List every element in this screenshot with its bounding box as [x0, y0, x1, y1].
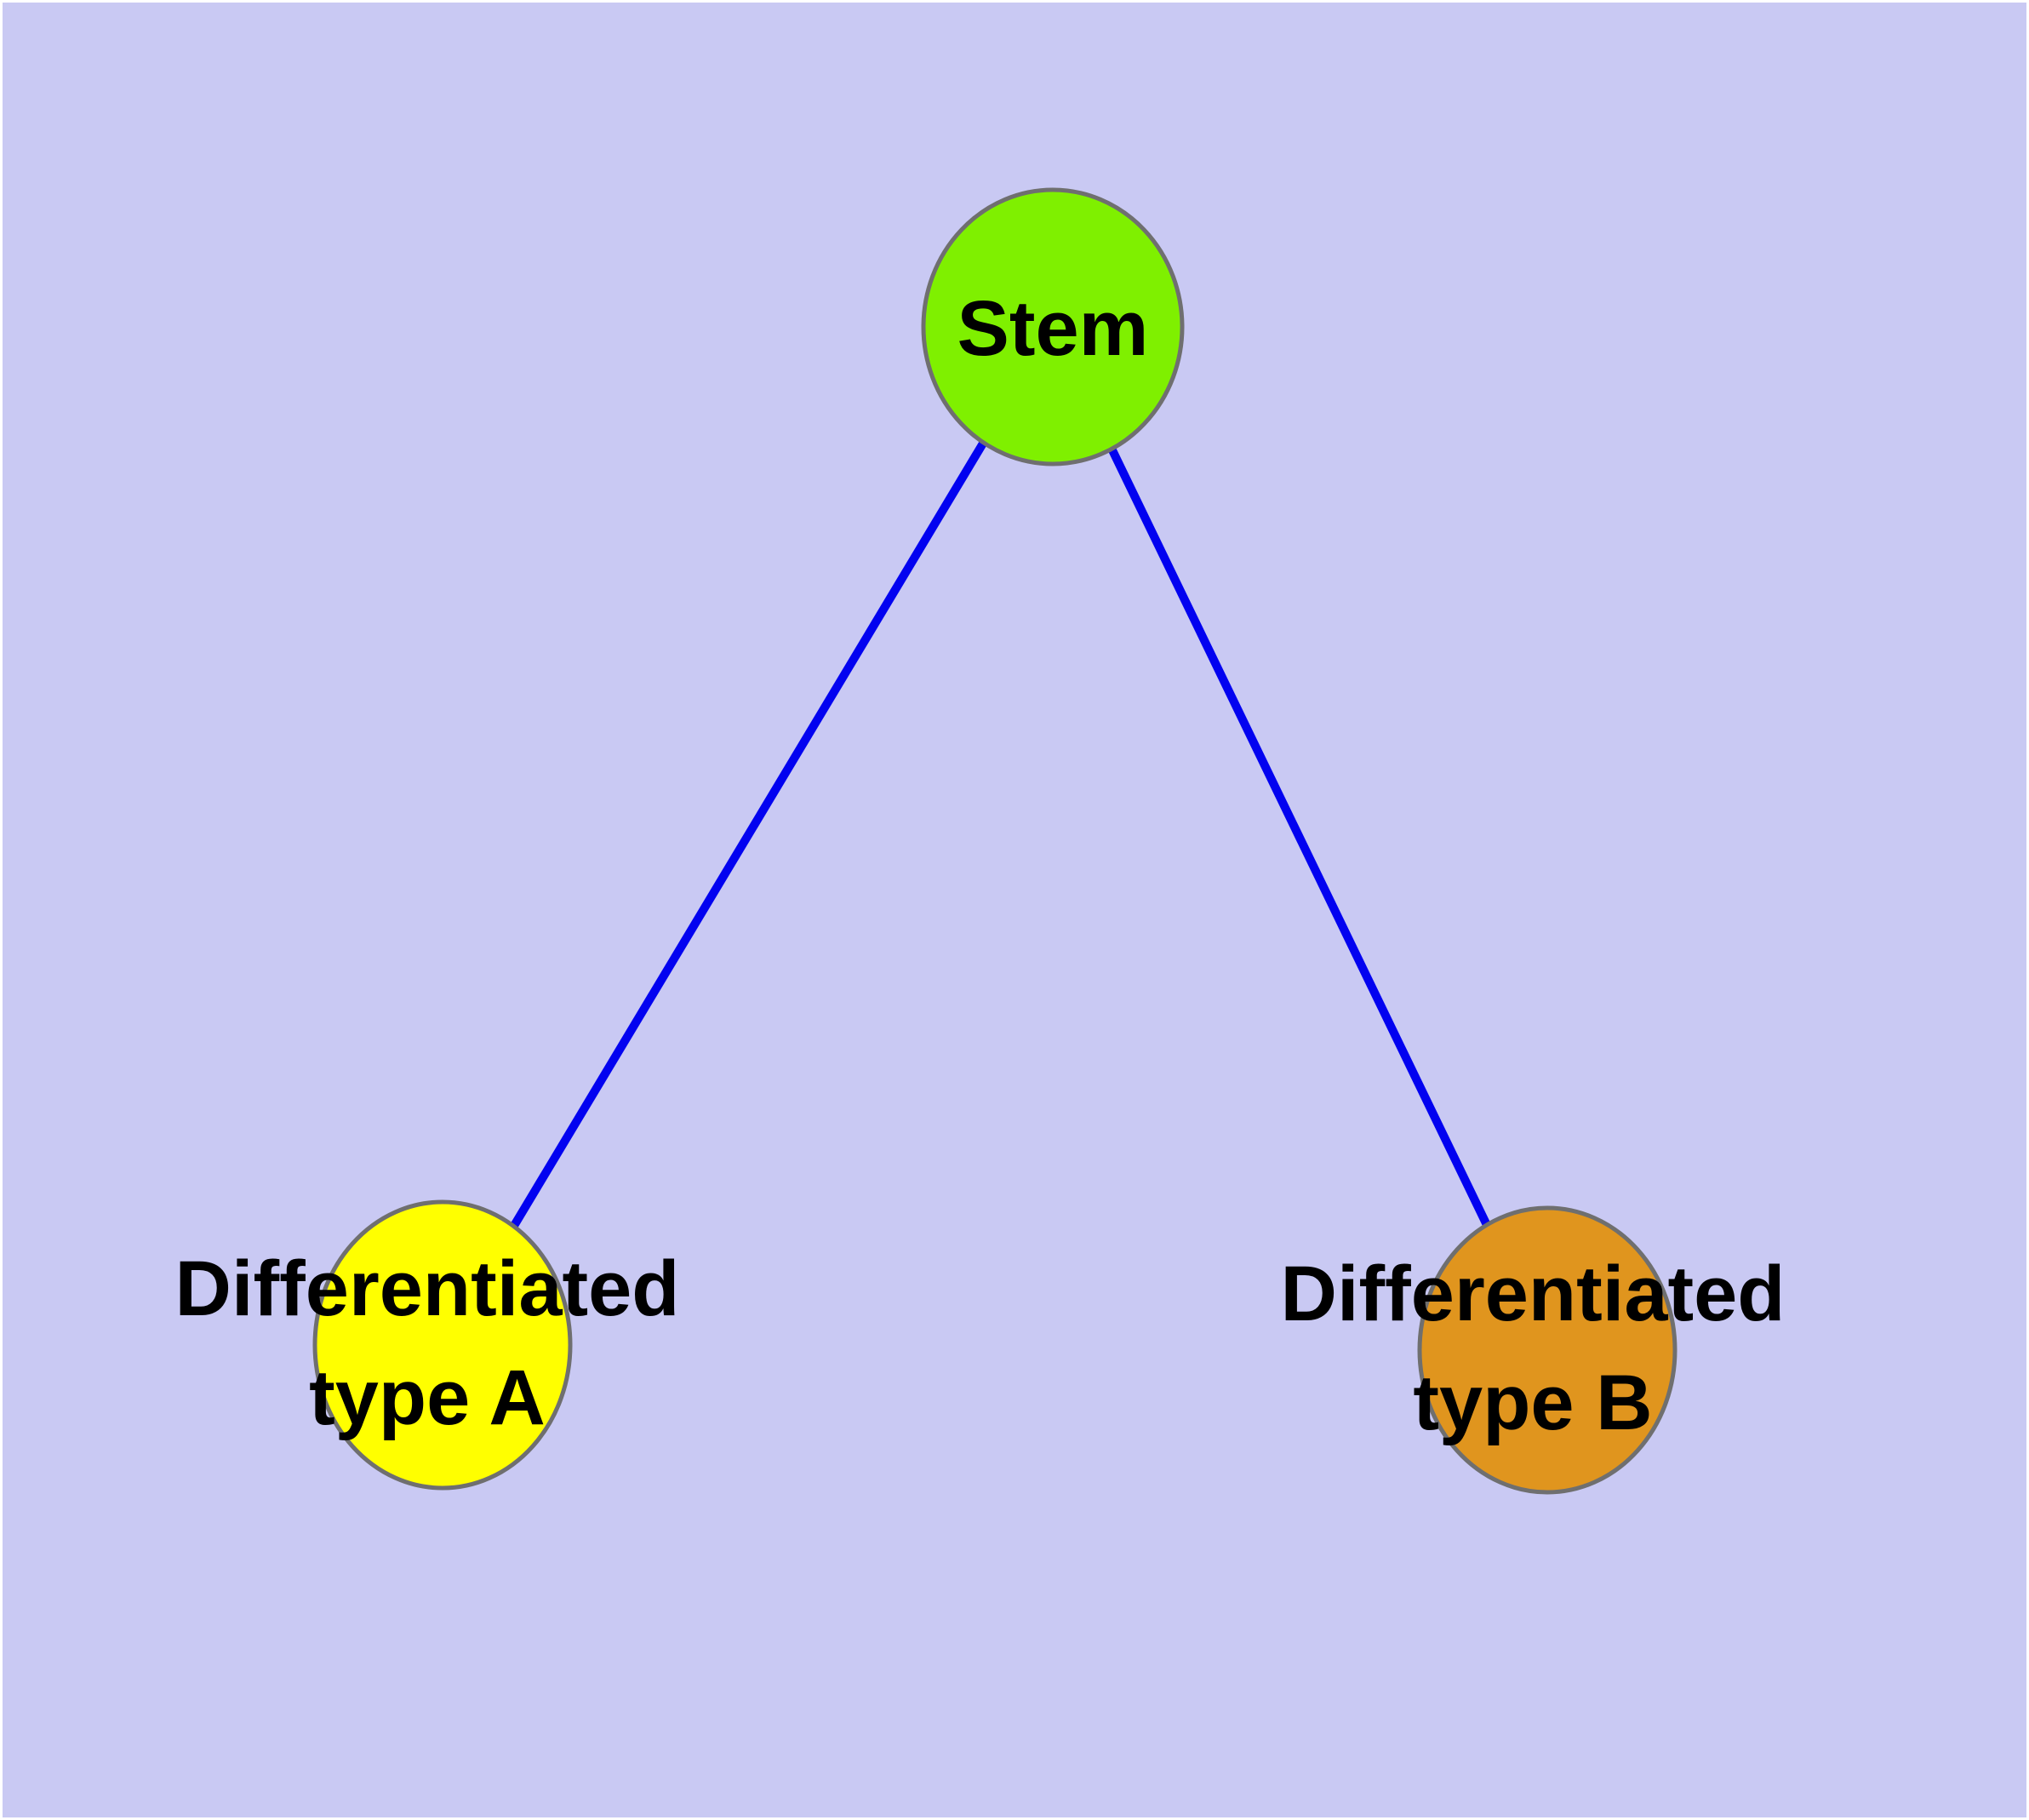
- node-type-a[interactable]: [312, 1199, 573, 1491]
- node-stem[interactable]: [921, 187, 1185, 466]
- edge-stem-to-type-a: [438, 324, 1057, 1348]
- edge-stem-to-type-b: [1049, 324, 1552, 1353]
- node-type-b[interactable]: [1417, 1205, 1677, 1495]
